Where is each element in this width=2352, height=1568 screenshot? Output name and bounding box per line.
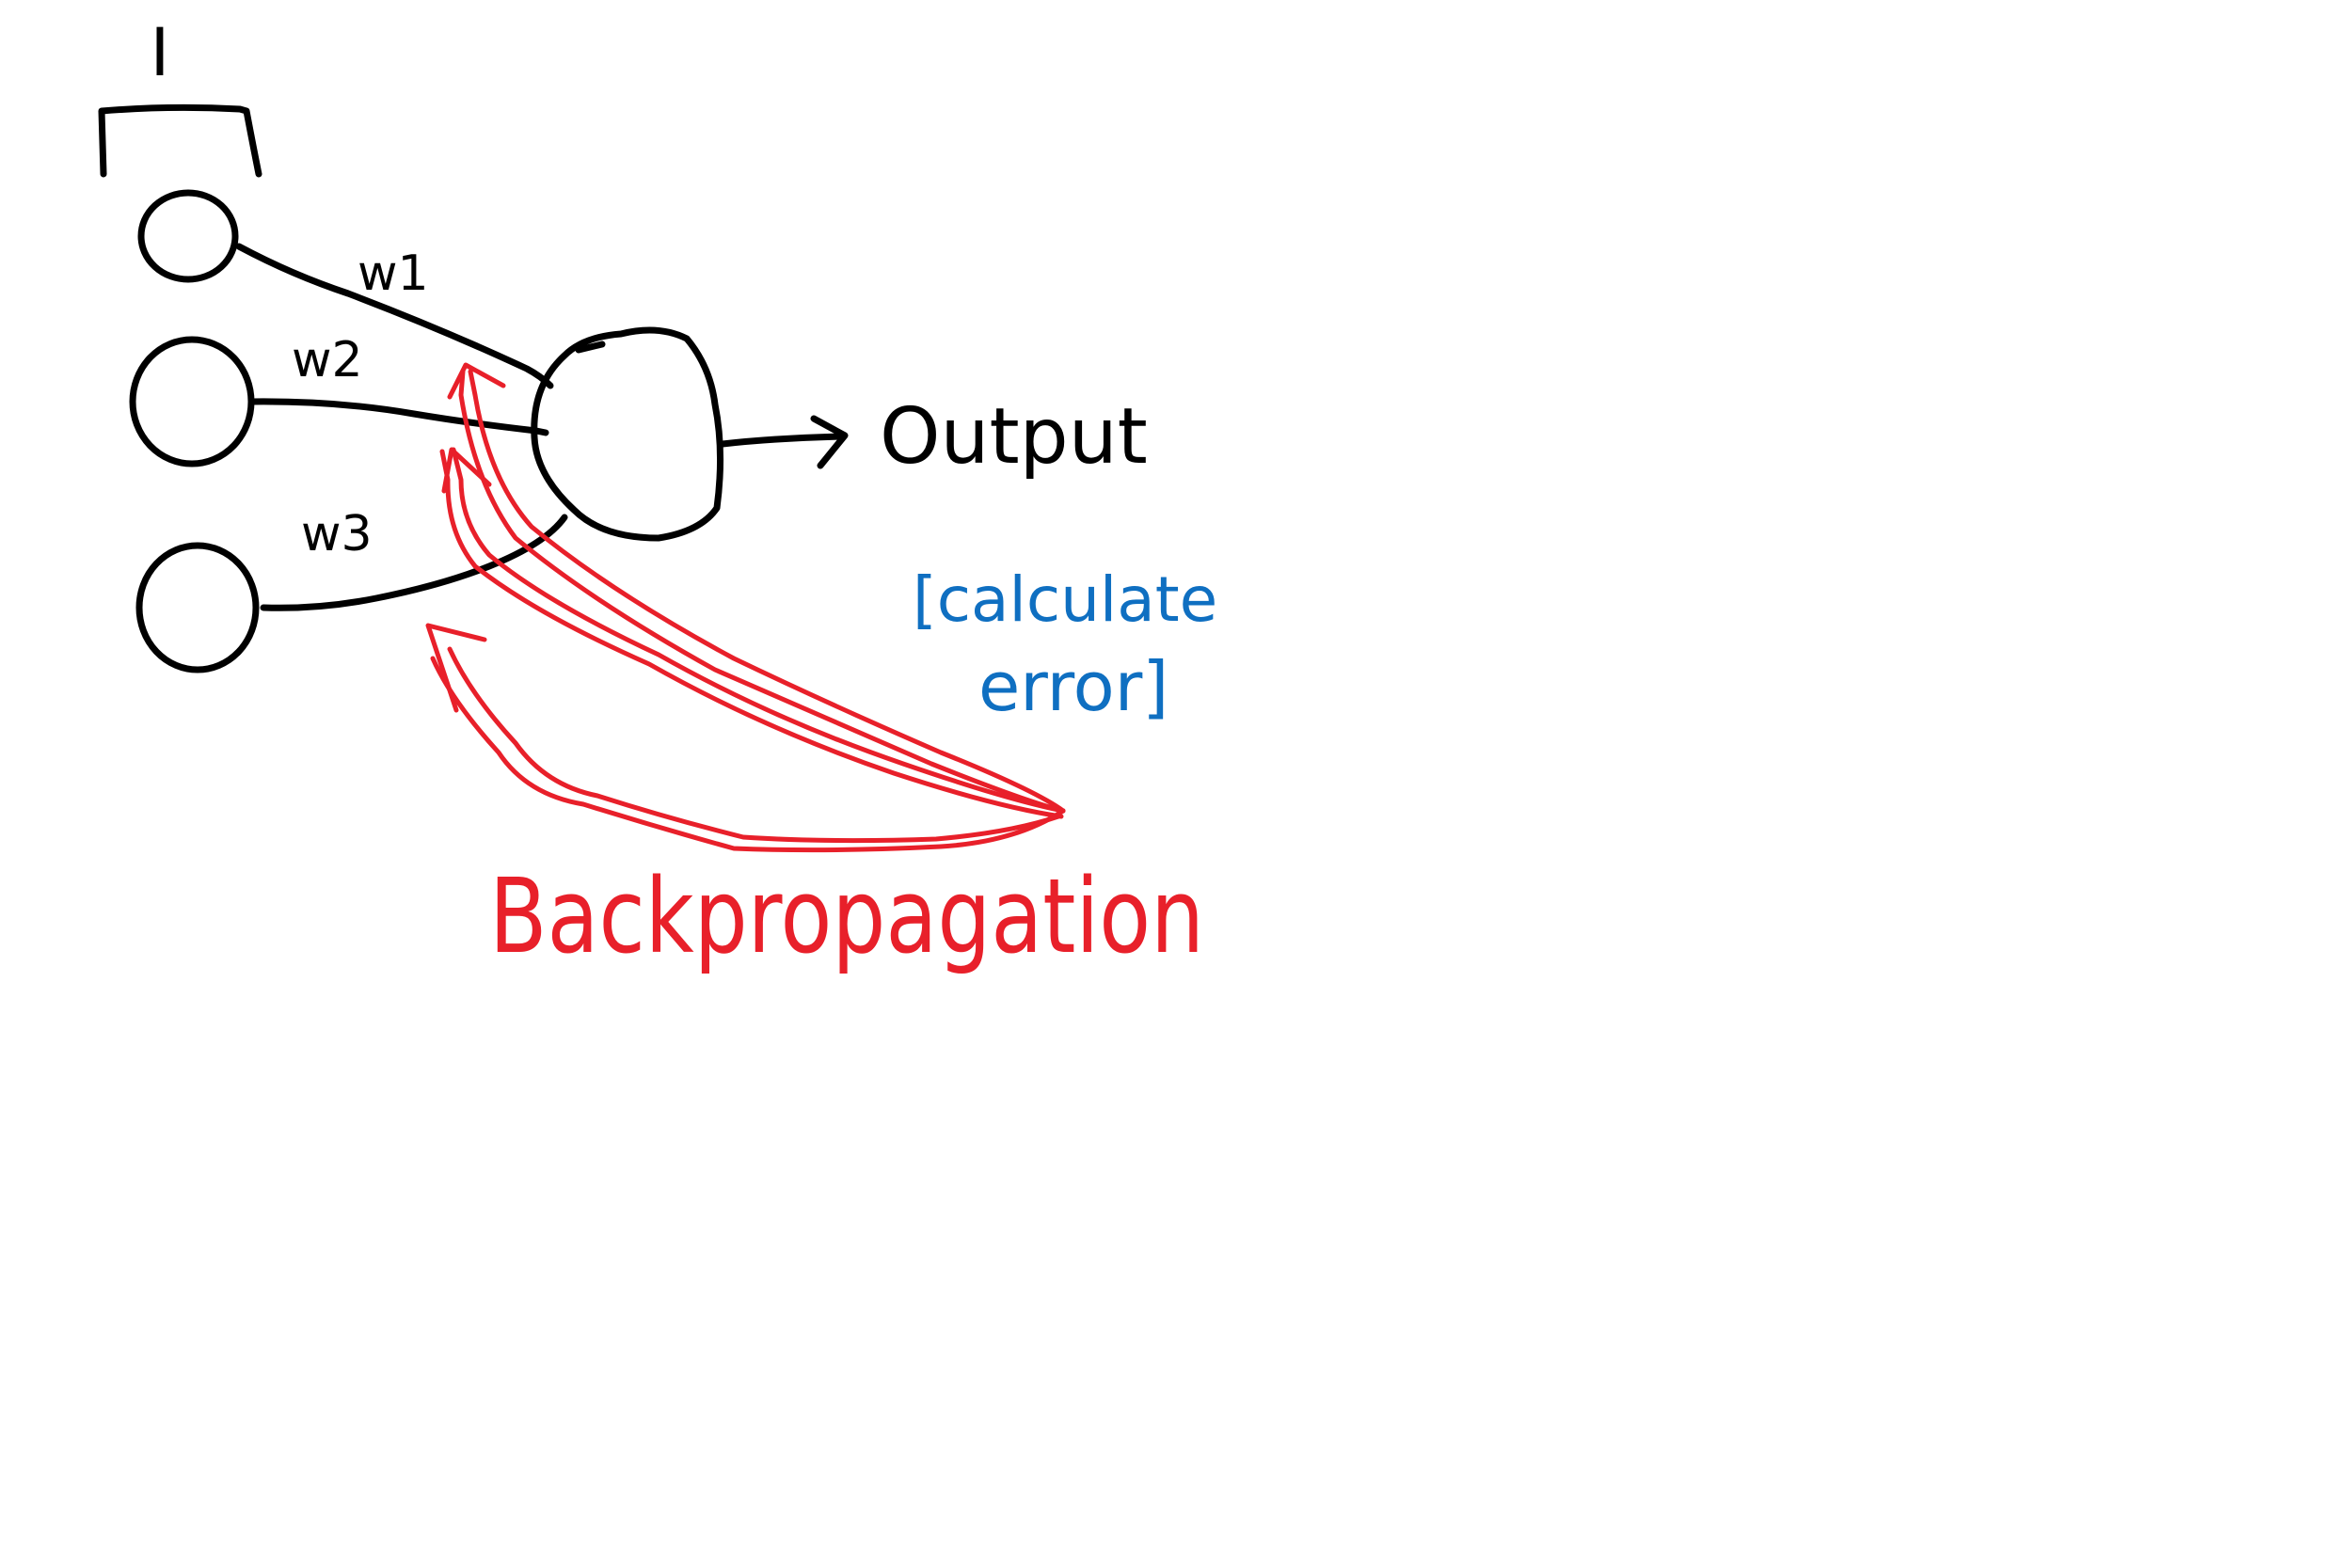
backprop-arrowhead-w3-icon [425,623,487,713]
output-arrowhead-icon [810,415,849,469]
backprop-arrow-to-w1-outer [458,369,1066,814]
input-node-1 [137,189,239,283]
backprop-arrow-to-w2 [451,447,1066,814]
input-layer-bracket [98,103,262,178]
calc-error-text-line2: error] [978,647,1168,726]
backprop-arrow-to-w2-outer [439,449,1064,819]
weight-label-w3: w3 [301,506,373,562]
input-node-2 [129,336,255,467]
connection-w2 [248,398,549,436]
backprop-arrow-to-w3 [430,656,1066,853]
input-layer-label: I [151,14,170,91]
backprop-arrows [425,362,1066,853]
weight-label-w2: w2 [292,332,363,388]
calc-error-text-line1: [calculate [913,563,1217,636]
output-label: Output [880,392,1148,482]
backprop-arrow-to-w3-outer [447,646,1061,844]
backprop-arrowhead-w1-icon [447,362,506,400]
output-neuron [531,326,724,542]
connection-w3 [260,514,568,611]
backprop-arrow-to-w1 [468,369,1066,814]
output-arrow[interactable] [719,433,846,448]
input-node-3 [135,542,260,673]
neuron-tick [575,341,606,354]
weight-label-w1: w1 [358,245,429,302]
backprop-label: Backpropagation [489,856,1204,976]
connection-w1 [235,243,554,389]
backprop-arrowhead-w2-icon [441,447,492,494]
